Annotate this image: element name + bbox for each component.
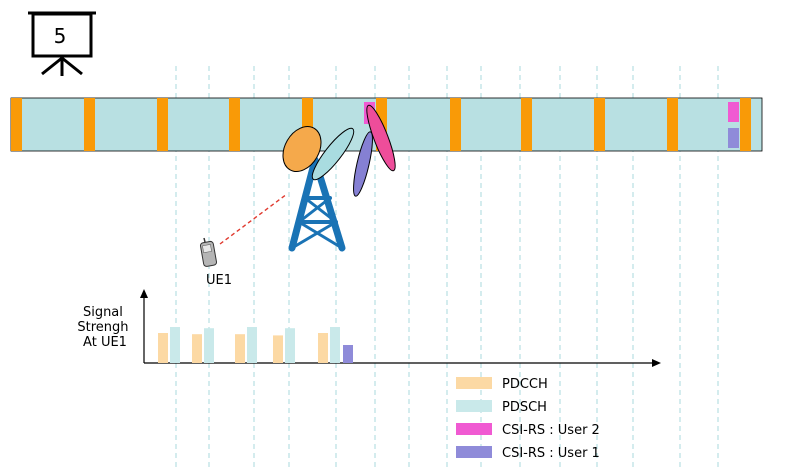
beam-teal <box>311 127 355 181</box>
x-axis-arrow <box>652 359 661 367</box>
csi-rs-user1-block <box>728 128 739 148</box>
pdcch-marker <box>229 98 240 151</box>
legend-swatch-pdcch <box>456 377 492 389</box>
beam-pink <box>366 104 396 172</box>
bar-pdsch <box>330 327 340 363</box>
beam-pattern <box>282 104 396 197</box>
signal-chart: Signal Strengh At UE1 <box>77 289 661 367</box>
slide-number: 5 <box>54 24 67 48</box>
ue-label: UE1 <box>206 273 232 288</box>
bar-pdcch <box>192 334 202 363</box>
pdcch-marker <box>594 98 605 151</box>
csi-rs-user2-block <box>728 102 739 122</box>
bar-pdsch <box>204 328 214 363</box>
bar-csi-user1 <box>343 345 353 363</box>
legend-swatch-csi-user1 <box>456 446 492 458</box>
legend-label-pdsch: PDSCH <box>502 400 547 415</box>
y-axis-label: Signal Strengh At UE1 <box>77 305 132 350</box>
pdcch-marker <box>667 98 678 151</box>
beam-purple <box>353 131 373 197</box>
pdcch-marker <box>157 98 168 151</box>
beam-orange <box>282 126 322 172</box>
pdcch-marker <box>11 98 22 151</box>
bar-pdcch <box>235 334 245 363</box>
pdcch-marker <box>450 98 461 151</box>
bar-pdcch <box>273 335 283 363</box>
legend-label-csi-user1: CSI-RS : User 1 <box>502 446 600 461</box>
pdcch-marker <box>740 98 751 151</box>
legend-swatch-csi-user2 <box>456 423 492 435</box>
pdcch-marker <box>302 98 313 151</box>
legend-label-csi-user2: CSI-RS : User 2 <box>502 423 600 438</box>
presentation-icon <box>28 11 96 76</box>
pdcch-marker <box>84 98 95 151</box>
legend: PDCCH PDSCH CSI-RS : User 2 CSI-RS : Use… <box>456 377 600 461</box>
y-axis-arrow <box>140 289 148 298</box>
bar-pdsch <box>247 327 257 363</box>
bar-pdsch <box>170 327 180 363</box>
legend-label-pdcch: PDCCH <box>502 377 548 392</box>
bar-pdcch <box>158 333 168 363</box>
legend-swatch-pdsch <box>456 400 492 412</box>
pdcch-marker <box>521 98 532 151</box>
phone-icon <box>199 237 218 267</box>
bar-pdsch <box>285 328 295 363</box>
bar-pdcch <box>318 333 328 363</box>
